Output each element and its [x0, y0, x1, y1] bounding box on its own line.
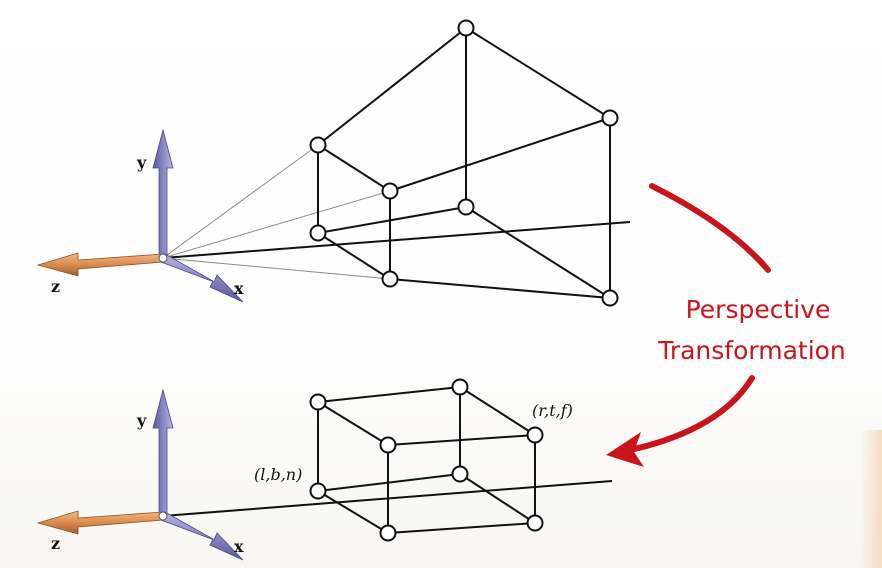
z-axis-arrow [36, 252, 164, 277]
transform-label-line1: Perspective [686, 295, 831, 324]
top-axes: y z x [36, 128, 244, 303]
frustum-edges [317, 27, 611, 299]
frustum-vertex [601, 109, 619, 127]
y-axis-label: y [136, 153, 147, 172]
top-view-axis-line [162, 221, 631, 259]
edge-glow [860, 430, 882, 568]
x-axis-arrow [160, 511, 244, 561]
z-axis-label: z [51, 277, 60, 296]
corner-near-label: (l,b,n) [254, 465, 302, 484]
frustum-vertex [309, 224, 327, 242]
transform-arrowhead [606, 432, 644, 467]
box-edges [317, 386, 536, 534]
frustum-vertices [309, 19, 619, 307]
corner-far-label: (r,t,f) [532, 401, 573, 420]
transform-arrow: Perspective Transformation [606, 183, 846, 467]
box-vertex [309, 482, 327, 500]
box-vertex [379, 524, 397, 542]
box-vertex [379, 436, 397, 454]
frustum-vertex [601, 289, 619, 307]
y-axis-label: y [136, 411, 147, 430]
z-axis-label: z [51, 534, 60, 553]
box-vertices [309, 378, 544, 542]
frustum-vertex [381, 182, 399, 200]
x-axis-arrow [160, 253, 244, 303]
transform-arc-bottom [627, 375, 755, 453]
frustum-vertex [457, 198, 475, 216]
x-axis-label: x [234, 279, 244, 298]
y-axis-arrow [152, 128, 174, 259]
box-vertex [526, 426, 544, 444]
origin-dot [158, 511, 168, 521]
frustum-vertex [381, 270, 399, 288]
box-vertex [451, 378, 469, 396]
bottom-axes: y z x [36, 388, 244, 561]
frustum-vertex [309, 136, 327, 154]
bottom-view: (l,b,n) (r,t,f) y z x [36, 378, 613, 561]
box-vertex [526, 514, 544, 532]
transform-label-line2: Transformation [657, 336, 846, 365]
view-rays [162, 144, 391, 280]
frustum-vertex [457, 19, 475, 37]
z-axis-arrow [36, 510, 164, 535]
box-vertex [309, 393, 327, 411]
transform-arc-top [649, 183, 771, 273]
x-axis-label: x [234, 537, 244, 556]
origin-dot [158, 253, 168, 263]
top-view: y z x [36, 19, 631, 307]
box-vertex [451, 465, 469, 483]
y-axis-arrow [152, 388, 174, 517]
